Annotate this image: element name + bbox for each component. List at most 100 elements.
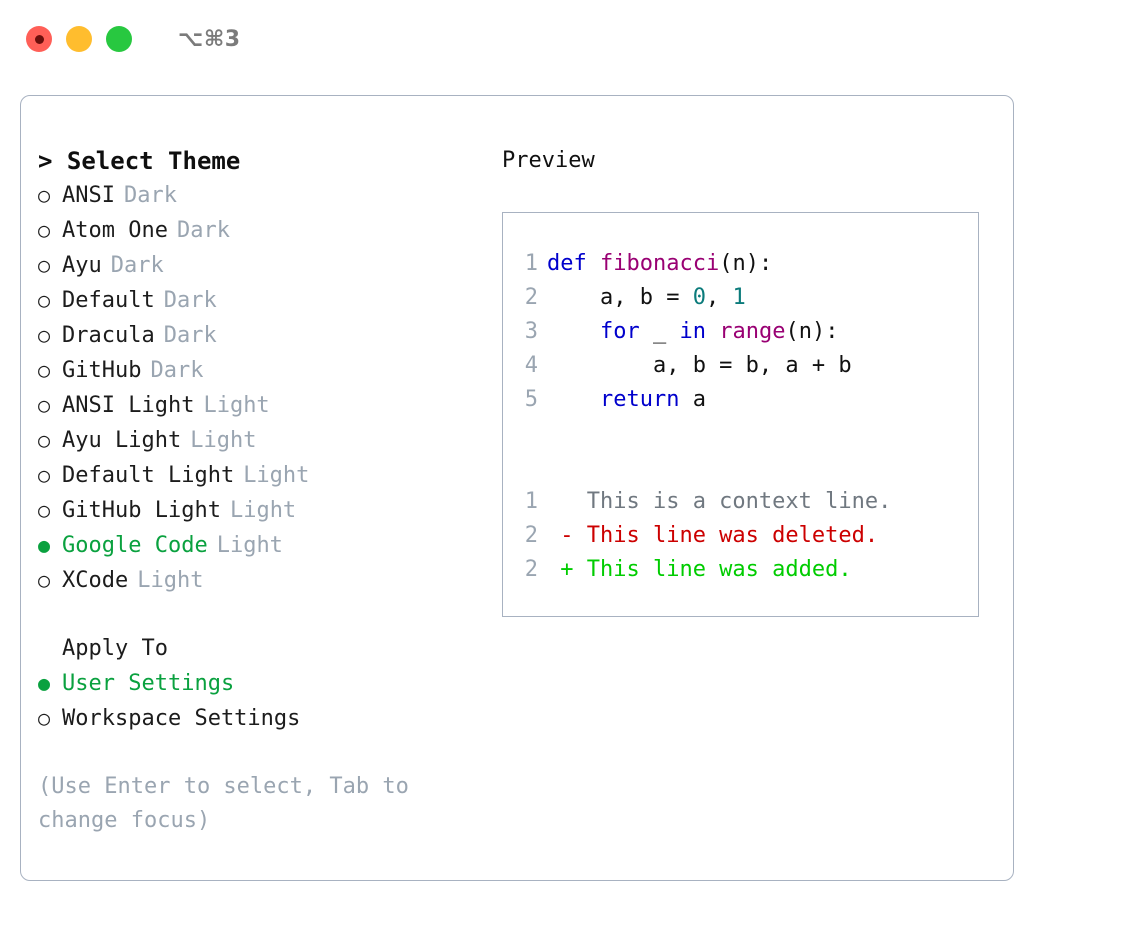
diff-text: This is a context line. — [547, 489, 892, 514]
code-text: a, b = 0, 1 — [547, 281, 746, 315]
option-label: Default — [62, 288, 155, 313]
spacer — [503, 451, 978, 485]
apply-option-user-settings[interactable]: ● User Settings — [38, 666, 478, 701]
code-text: for _ in range(n): — [547, 315, 838, 349]
code-token-pl: , — [705, 285, 733, 310]
code-token-fn: range — [719, 319, 786, 344]
close-button[interactable] — [26, 26, 52, 52]
code-token-pl: (n): — [785, 319, 839, 344]
option-variant-tag: Light — [243, 463, 310, 488]
code-token-pl — [547, 387, 600, 412]
code-token-kw: return — [599, 387, 680, 412]
code-token-kw: in — [679, 319, 706, 344]
code-token-kw: for — [599, 319, 640, 344]
radio-unselected-icon: ○ — [38, 706, 51, 730]
radio-unselected-icon: ○ — [38, 393, 51, 417]
zoom-button[interactable] — [106, 26, 132, 52]
theme-option-google-code[interactable]: ● Google Code Light — [38, 528, 478, 563]
page-title: > Select Theme — [38, 144, 478, 178]
option-label: Google Code — [62, 533, 208, 558]
minimize-button[interactable] — [66, 26, 92, 52]
code-token-num: 1 — [732, 285, 746, 310]
radio-unselected-icon: ○ — [38, 288, 51, 312]
option-label: User Settings — [62, 671, 235, 696]
option-label: Atom One — [62, 218, 168, 243]
line-number: 2 — [524, 557, 538, 582]
code-token-num: 0 — [692, 285, 706, 310]
radio-unselected-icon: ○ — [38, 253, 51, 277]
option-variant-tag: Dark — [110, 253, 164, 278]
code-text: def fibonacci(n): — [547, 247, 772, 281]
theme-option-xcode[interactable]: ○ XCode Light — [38, 563, 478, 598]
theme-option-default-light[interactable]: ○ Default Light Light — [38, 458, 478, 493]
radio-unselected-icon: ○ — [38, 498, 51, 522]
theme-option-default[interactable]: ○ Default Dark — [38, 283, 478, 318]
option-variant-tag: Light — [216, 533, 283, 558]
code-text: return a — [547, 383, 706, 417]
option-label: GitHub Light — [62, 498, 221, 523]
theme-option-ansi-light[interactable]: ○ ANSI Light Light — [38, 388, 478, 423]
diff-line-add: 2 + This line was added. — [503, 553, 978, 587]
code-token-pl: a — [679, 387, 706, 412]
line-number: 1 — [524, 489, 538, 514]
theme-option-ansi[interactable]: ○ ANSI Dark — [38, 178, 478, 213]
radio-unselected-icon: ○ — [38, 568, 51, 592]
code-token-pl — [547, 319, 600, 344]
radio-unselected-icon: ○ — [38, 183, 51, 207]
line-number: 3 — [524, 319, 538, 344]
option-label: GitHub — [62, 358, 142, 383]
theme-option-ayu[interactable]: ○ Ayu Dark — [38, 248, 478, 283]
keyboard-hint-text: (Use Enter to select, Tab to change focu… — [38, 774, 409, 833]
code-line: 2 a, b = 0, 1 — [503, 281, 978, 315]
code-line: 5 return a — [503, 383, 978, 417]
diff-text: - This line was deleted. — [547, 523, 879, 548]
option-variant-tag: Dark — [123, 183, 177, 208]
radio-selected-icon: ● — [38, 671, 51, 695]
option-variant-tag: Light — [137, 568, 204, 593]
prompt-caret-icon: > — [38, 147, 53, 175]
option-label: Default Light — [62, 463, 235, 488]
option-label: Ayu Light — [62, 428, 182, 453]
option-label: Ayu — [62, 253, 102, 278]
preview-heading: Preview — [502, 148, 595, 173]
option-label: ANSI Light — [62, 393, 195, 418]
option-label: Dracula — [62, 323, 155, 348]
code-line: 3 for _ in range(n): — [503, 315, 978, 349]
option-variant-tag: Light — [203, 393, 270, 418]
apply-option-workspace-settings[interactable]: ○Workspace Settings — [38, 701, 478, 736]
page-title-text: Select Theme — [66, 147, 241, 175]
option-variant-tag: Light — [190, 428, 257, 453]
option-label: XCode — [62, 568, 129, 593]
code-token-pl: a, b = b, a + b — [547, 353, 852, 378]
code-token-fn: fibonacci — [599, 251, 720, 276]
apply-to-heading: Apply To — [62, 636, 168, 661]
code-line: 4 a, b = b, a + b — [503, 349, 978, 383]
titlebar: ⌥⌘3 — [0, 0, 1140, 78]
theme-option-atom-one[interactable]: ○ Atom One Dark — [38, 213, 478, 248]
option-label: ANSI — [62, 183, 115, 208]
radio-unselected-icon: ○ — [38, 358, 51, 382]
radio-unselected-icon: ○ — [38, 218, 51, 242]
option-variant-tag: Dark — [163, 288, 217, 313]
line-number: 2 — [524, 523, 538, 548]
radio-selected-icon: ● — [38, 533, 51, 557]
apply-to-list[interactable]: ● User Settings ○Workspace Settings — [38, 666, 478, 736]
traffic-lights — [26, 26, 132, 52]
radio-unselected-icon: ○ — [38, 463, 51, 487]
spacer — [503, 417, 978, 451]
option-variant-tag: Dark — [176, 218, 230, 243]
code-token-kw: def — [547, 251, 600, 276]
line-number: 4 — [524, 353, 538, 378]
code-token-pl: (n): — [719, 251, 773, 276]
